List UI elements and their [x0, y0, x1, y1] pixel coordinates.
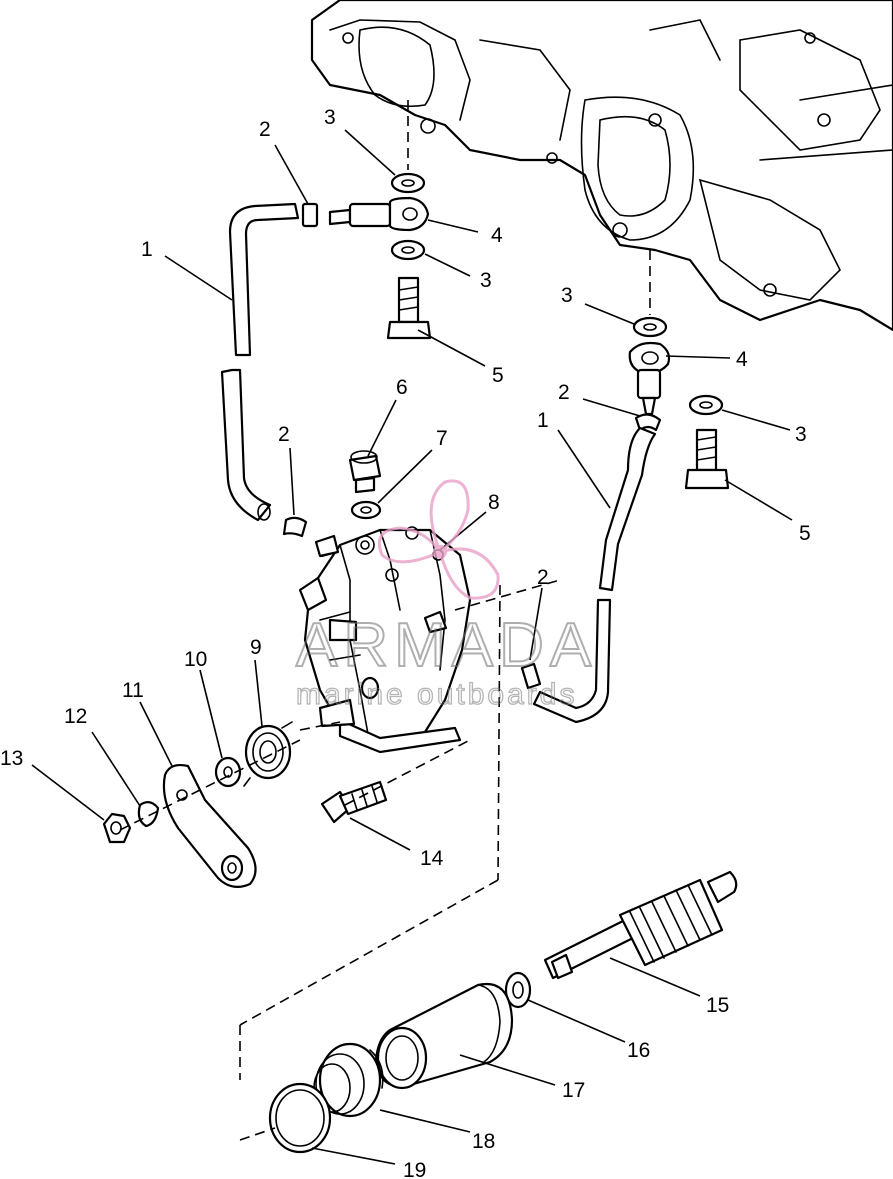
hose-clamp-a	[301, 202, 319, 228]
lock-washer	[137, 801, 160, 828]
hose-right	[532, 426, 657, 724]
callout-3: 3	[561, 284, 573, 307]
assembly-axis-lines	[119, 100, 651, 1141]
watermark-subtitle: marine outboards	[296, 678, 577, 711]
fitting-upper-left	[328, 196, 430, 232]
washer-3b	[390, 239, 426, 261]
callout-10: 10	[184, 648, 207, 671]
callout-18: 18	[472, 1130, 495, 1153]
bleed-screw-head-top	[350, 450, 378, 464]
hose-clamp-b	[634, 413, 662, 432]
callout-4: 4	[491, 224, 503, 247]
callout-labels: 1 2 3 4 3 5 3 4 2 3 1 5 6 2 7 8 2 9 10 1…	[0, 106, 811, 1179]
banjo-bolt-5a	[386, 276, 432, 340]
oil-pump-body	[298, 526, 472, 754]
drive-gear-shaft	[543, 870, 738, 980]
callout-6: 6	[396, 376, 408, 399]
bushing-sleeve	[374, 982, 514, 1090]
callout-12: 12	[64, 705, 87, 728]
callout-2: 2	[278, 423, 290, 446]
callout-5: 5	[492, 364, 504, 387]
callout-13: 13	[0, 747, 23, 770]
retaining-ring	[268, 1082, 332, 1154]
watermark-title: ARMADA	[296, 611, 597, 680]
callout-1: 1	[537, 409, 549, 432]
control-lever	[162, 763, 257, 889]
callout-7: 7	[436, 427, 448, 450]
hose-clamp-c	[520, 662, 542, 690]
callout-9: 9	[250, 636, 262, 659]
callout-4: 4	[736, 348, 748, 371]
callout-2: 2	[558, 381, 570, 404]
hose-upper-left	[220, 202, 300, 522]
return-spring	[243, 721, 293, 787]
callout-14: 14	[420, 847, 444, 870]
callout-3: 3	[480, 269, 492, 292]
callout-19: 19	[403, 1159, 426, 1179]
engine-block	[310, 0, 893, 332]
callout-11: 11	[122, 679, 144, 702]
pump-inlet-fitting	[282, 516, 340, 558]
callout-16: 16	[627, 1039, 650, 1062]
washer-3d	[688, 394, 724, 416]
callout-17: 17	[562, 1079, 585, 1102]
banjo-bolt-5b	[684, 428, 730, 490]
callout-5: 5	[799, 522, 811, 545]
callout-3: 3	[795, 423, 807, 446]
washer-3c	[632, 316, 668, 338]
callout-3: 3	[324, 106, 336, 129]
seal-washer	[350, 500, 382, 520]
callout-1: 1	[141, 238, 153, 261]
shaft-washer	[504, 971, 532, 1009]
fitting-right	[628, 341, 671, 416]
armada-watermark: ARMADA marine outboards	[295, 479, 597, 712]
hex-nut	[102, 812, 132, 844]
callout-2: 2	[259, 118, 271, 141]
callout-8: 8	[488, 491, 500, 514]
callout-2: 2	[537, 566, 549, 589]
propeller-logo	[377, 479, 500, 600]
leader-lines	[31, 129, 793, 1165]
callout-15: 15	[706, 994, 729, 1017]
washer-3a	[390, 172, 426, 194]
